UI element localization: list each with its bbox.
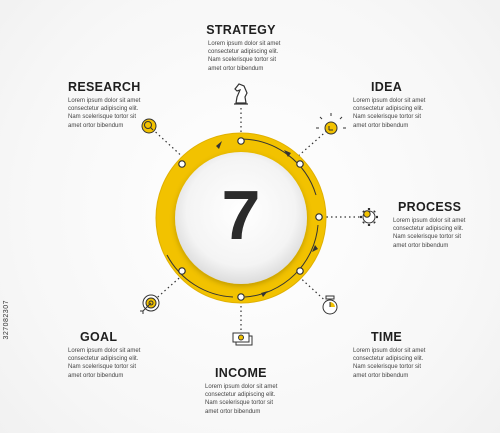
step-title: GOAL bbox=[80, 330, 118, 344]
step-title: IDEA bbox=[371, 80, 403, 94]
step-title: STRATEGY bbox=[206, 23, 276, 37]
step-title: INCOME bbox=[215, 366, 267, 380]
target-icon bbox=[140, 294, 160, 314]
stopwatch-icon bbox=[322, 295, 338, 315]
step-title: RESEARCH bbox=[68, 80, 141, 94]
connector-lines bbox=[148, 108, 364, 330]
step-title: TIME bbox=[371, 330, 403, 344]
gear-icon bbox=[360, 208, 378, 226]
center-disc bbox=[175, 152, 307, 284]
arrow-heads bbox=[216, 141, 318, 297]
step-title: PROCESS bbox=[398, 200, 462, 214]
money-icon bbox=[232, 332, 253, 346]
lightbulb-icon bbox=[316, 113, 346, 135]
ring-nodes bbox=[178, 137, 323, 301]
magnifier-icon bbox=[144, 121, 154, 131]
chess-knight-icon bbox=[234, 83, 248, 105]
center-number: 7 bbox=[221, 176, 261, 254]
stock-id-watermark: 327082307 bbox=[3, 300, 10, 340]
